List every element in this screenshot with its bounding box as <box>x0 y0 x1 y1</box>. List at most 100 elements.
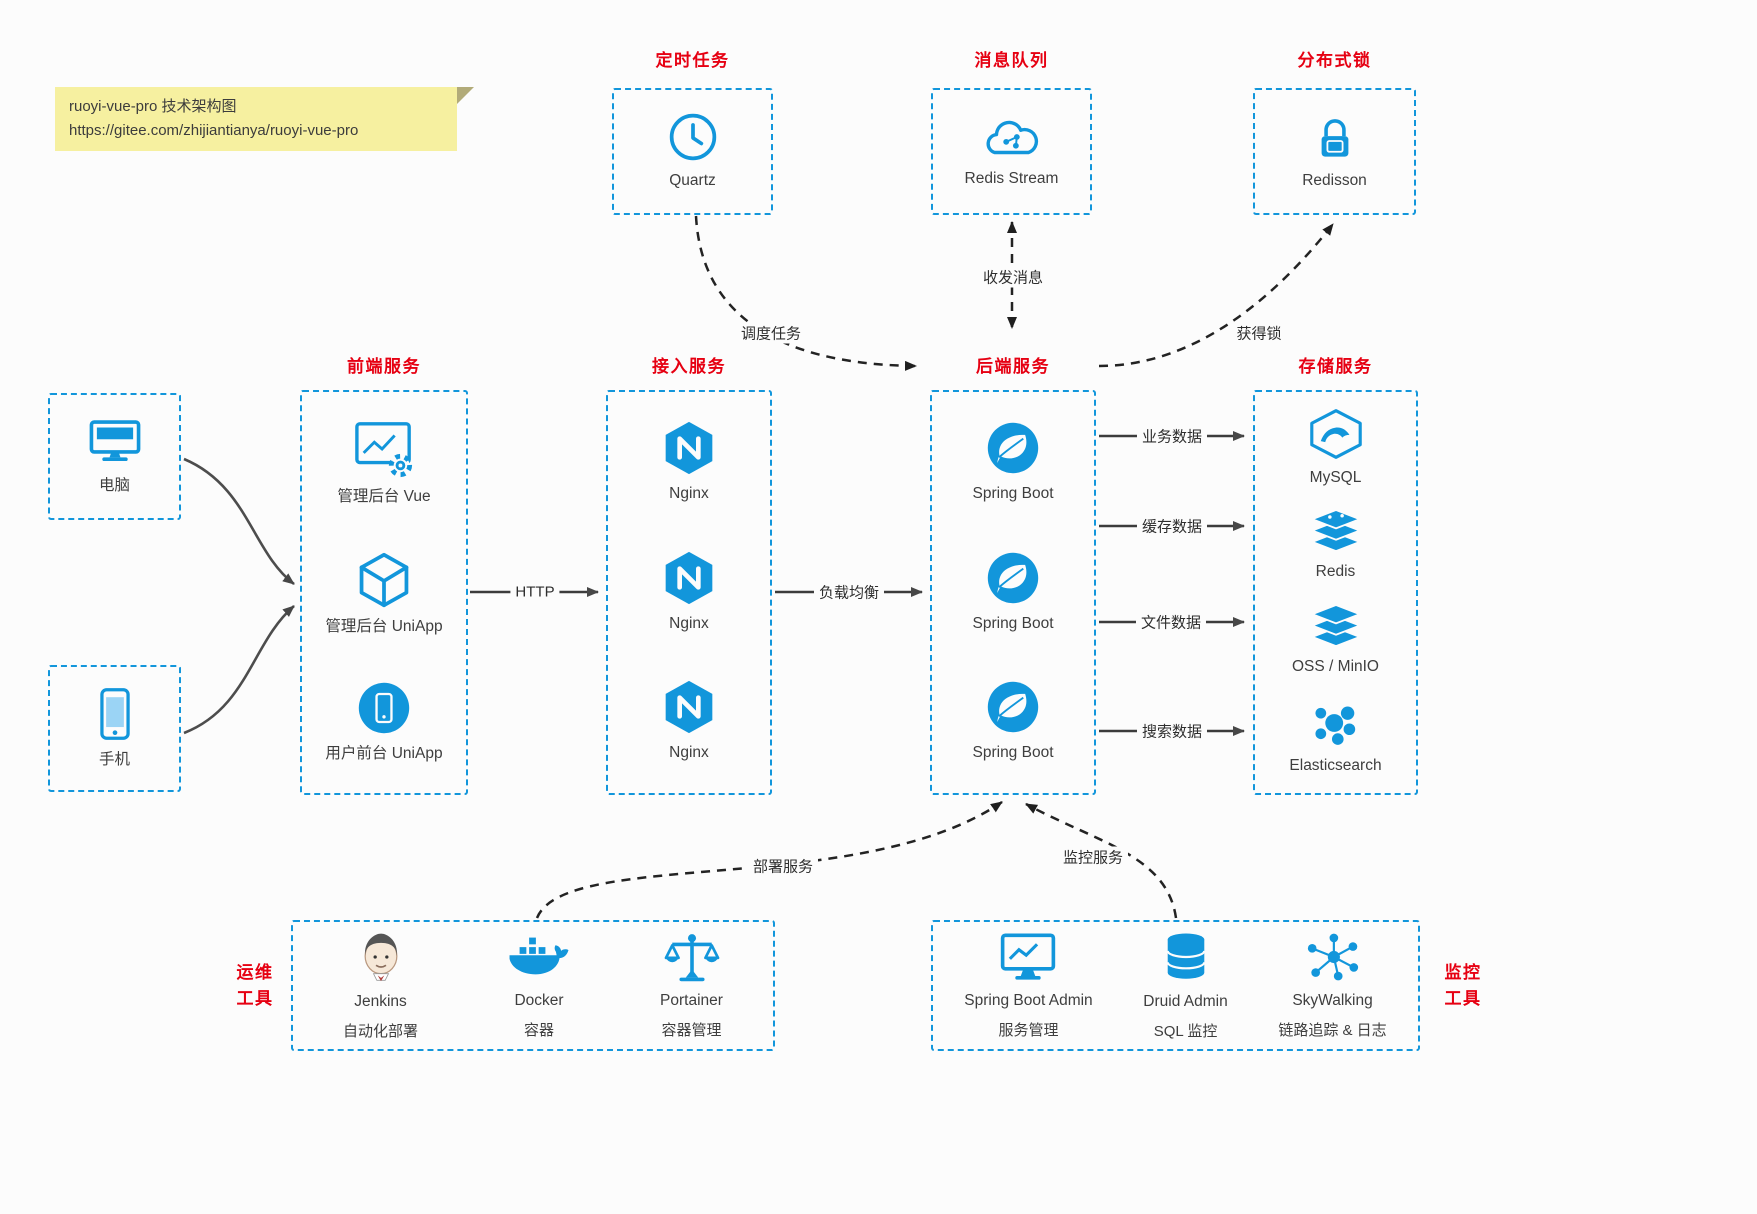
mysql-icon <box>1307 408 1365 460</box>
user-uniapp-node: 用户前台 UniApp <box>325 680 443 765</box>
edge-label-schedule-task: 调度任务 <box>735 322 807 344</box>
druid-admin-sub-label: SQL 监控 <box>1153 1023 1218 1041</box>
spring-boot-node-3: Spring Boot <box>973 679 1054 764</box>
portainer-label: Portainer <box>660 991 723 1009</box>
nginx-label-1: Nginx <box>669 485 709 503</box>
skywalking-network-icon <box>1305 931 1361 983</box>
jenkins-label: Jenkins <box>354 992 407 1010</box>
nginx-node-3: Nginx <box>661 679 717 764</box>
client-phone-label: 手机 <box>98 750 130 768</box>
docker-node: Docker 容器 <box>506 931 572 1040</box>
elasticsearch-node: Elasticsearch <box>1289 698 1382 777</box>
druid-admin-label: Druid Admin <box>1143 992 1228 1010</box>
edge-label-cache-data: 缓存数据 <box>1136 515 1208 537</box>
redisson-box: Redisson <box>1253 88 1416 215</box>
section-title-backend: 后端服务 <box>976 357 1050 376</box>
edge-label-http: HTTP <box>510 583 560 601</box>
client-phone-node: 手机 <box>96 686 134 771</box>
client-pc-node: 电脑 <box>86 416 144 497</box>
redis-stream-label: Redis Stream <box>964 169 1059 187</box>
monitor-tools-box: Spring Boot Admin 服务管理 Druid Admin SQL 监… <box>931 920 1420 1051</box>
edge-label-send-receive-message: 收发消息 <box>977 266 1049 288</box>
spring-boot-admin-icon <box>999 931 1057 983</box>
skywalking-sub-label: 链路追踪 & 日志 <box>1278 1022 1387 1040</box>
admin-uniapp-node: 管理后台 UniApp <box>325 551 443 638</box>
edge-label-business-data: 业务数据 <box>1136 425 1208 447</box>
skywalking-node: SkyWalking 链路追踪 & 日志 <box>1278 931 1387 1040</box>
database-icon <box>1161 930 1211 984</box>
client-pc-box: 电脑 <box>48 393 181 520</box>
spring-boot-admin-label: Spring Boot Admin <box>964 991 1093 1009</box>
portainer-scales-icon <box>663 931 721 983</box>
druid-admin-node: Druid Admin SQL 监控 <box>1143 930 1228 1041</box>
nginx-icon <box>661 420 717 476</box>
jenkins-node: Jenkins 自动化部署 <box>343 930 418 1041</box>
spring-boot-icon <box>985 420 1041 476</box>
portainer-sub-label: 容器管理 <box>661 1022 722 1040</box>
quartz-node: Quartz <box>667 111 719 192</box>
edge-label-file-data: 文件数据 <box>1135 611 1207 633</box>
spring-boot-node-1: Spring Boot <box>973 420 1054 505</box>
section-title-ops-tools: 运维 工具 <box>236 963 274 1009</box>
backend-box: Spring Boot Spring Boot Spring Boot <box>930 390 1096 795</box>
access-box: Nginx Nginx Nginx <box>606 390 772 795</box>
spring-boot-icon <box>985 679 1041 735</box>
spring-boot-label-1: Spring Boot <box>972 485 1054 503</box>
nginx-node-1: Nginx <box>661 420 717 505</box>
clock-icon <box>667 111 719 163</box>
desktop-icon <box>86 416 144 468</box>
storage-box: MySQL Redis <box>1253 390 1418 795</box>
skywalking-label: SkyWalking <box>1292 991 1373 1009</box>
user-uniapp-label: 用户前台 UniApp <box>325 745 443 763</box>
redis-node: Redis <box>1308 508 1364 583</box>
docker-label: Docker <box>514 991 564 1009</box>
title-note: ruoyi-vue-pro 技术架构图 https://gitee.com/zh… <box>55 87 474 151</box>
quartz-label: Quartz <box>669 171 716 189</box>
edge-label-monitor-service: 监控服务 <box>1057 846 1129 868</box>
portainer-node: Portainer 容器管理 <box>660 931 723 1040</box>
admin-vue-icon <box>353 419 415 479</box>
section-title-access: 接入服务 <box>652 357 726 376</box>
note-url: https://gitee.com/zhijiantianya/ruoyi-vu… <box>69 122 359 139</box>
section-title-frontend: 前端服务 <box>347 357 421 376</box>
redis-stream-node: Redis Stream <box>964 113 1059 190</box>
redis-stream-box: Redis Stream <box>931 88 1092 215</box>
section-title-message-queue: 消息队列 <box>974 51 1049 70</box>
oss-minio-node: OSS / MinIO <box>1292 603 1379 678</box>
oss-minio-label: OSS / MinIO <box>1292 658 1379 676</box>
nginx-icon <box>661 550 717 606</box>
mysql-node: MySQL <box>1307 408 1365 489</box>
redisson-label: Redisson <box>1302 171 1367 189</box>
edge-label-search-data: 搜索数据 <box>1136 720 1208 742</box>
spring-boot-admin-node: Spring Boot Admin 服务管理 <box>964 931 1093 1040</box>
section-title-scheduled-task: 定时任务 <box>655 51 730 70</box>
elasticsearch-label: Elasticsearch <box>1289 756 1382 774</box>
docker-icon <box>506 931 572 983</box>
spring-boot-icon <box>985 550 1041 606</box>
client-phone-box: 手机 <box>48 665 181 792</box>
redis-icon <box>1308 508 1364 554</box>
jenkins-sub-label: 自动化部署 <box>343 1023 419 1041</box>
mobile-phone-icon <box>96 686 134 742</box>
nginx-node-2: Nginx <box>661 550 717 635</box>
edge-label-load-balance: 负载均衡 <box>813 581 885 603</box>
redisson-node: Redisson <box>1302 111 1367 192</box>
lock-icon <box>1310 111 1360 163</box>
oss-minio-icon <box>1308 603 1364 649</box>
spring-boot-admin-sub-label: 服务管理 <box>998 1022 1059 1040</box>
nginx-icon <box>661 679 717 735</box>
spring-boot-node-2: Spring Boot <box>973 550 1054 635</box>
redis-label: Redis <box>1315 563 1356 581</box>
note-fold-corner <box>457 87 474 104</box>
section-title-storage: 存储服务 <box>1298 357 1373 376</box>
mysql-label: MySQL <box>1309 468 1362 486</box>
frontend-box: 管理后台 Vue 管理后台 UniApp 用户前台 UniApp <box>300 390 468 795</box>
docker-sub-label: 容器 <box>524 1022 555 1040</box>
admin-vue-node: 管理后台 Vue <box>337 419 431 508</box>
nginx-label-3: Nginx <box>669 744 709 762</box>
client-pc-label: 电脑 <box>98 476 130 494</box>
admin-vue-label: 管理后台 Vue <box>337 488 431 506</box>
section-title-monitor-tools: 监控 工具 <box>1444 963 1482 1009</box>
elasticsearch-icon <box>1309 698 1363 748</box>
